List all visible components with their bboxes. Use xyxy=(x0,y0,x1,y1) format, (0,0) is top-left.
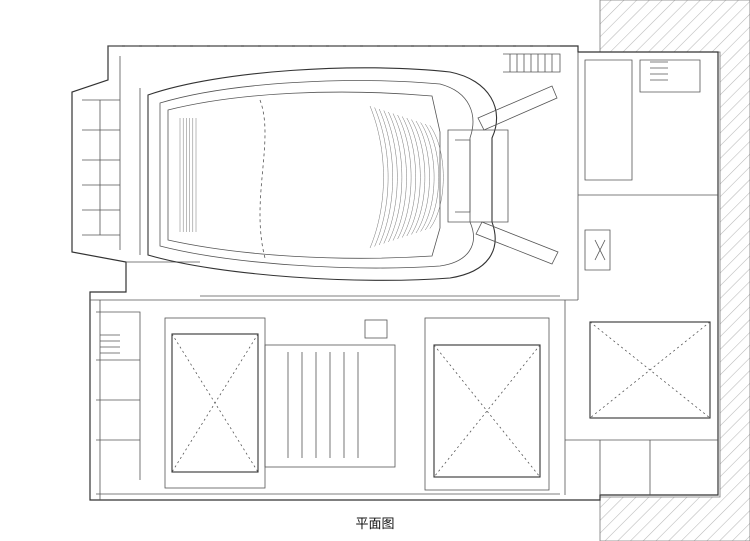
auditorium-seat-boundary xyxy=(167,91,441,259)
lower-left-rooms xyxy=(96,300,141,500)
seat-row xyxy=(406,117,421,237)
hatched-boundary xyxy=(599,0,750,541)
studio-hall-1 xyxy=(171,333,259,473)
seat-row xyxy=(397,114,412,240)
seat-row xyxy=(392,113,407,241)
central-core xyxy=(364,319,388,339)
drawing-caption: 平面图 xyxy=(355,517,395,532)
seat-row xyxy=(401,116,416,238)
auditorium-centerline xyxy=(259,99,266,259)
seat-row xyxy=(369,105,384,249)
left-rooms xyxy=(82,99,120,236)
studio-hall-2-diagonals xyxy=(433,344,541,478)
seat-row xyxy=(411,119,426,235)
studio-hall-3 xyxy=(589,321,711,419)
seat-row xyxy=(420,122,435,232)
central-rooms xyxy=(264,344,396,468)
service-block xyxy=(577,52,718,300)
seat-row xyxy=(388,111,403,243)
stair-top-right xyxy=(650,61,668,81)
auditorium-inner-ring xyxy=(159,80,474,269)
seat-row xyxy=(383,110,398,244)
studio-hall-2-frame xyxy=(424,317,550,491)
seat-row xyxy=(429,125,444,229)
lobby-wall xyxy=(119,56,200,263)
auditorium-seating xyxy=(179,105,444,249)
auditorium-outer-ring xyxy=(147,67,497,281)
seat-row xyxy=(378,108,393,246)
building-outline xyxy=(71,45,719,501)
studio-hall-1-diagonals xyxy=(171,333,259,473)
right-lower-rooms xyxy=(564,300,718,495)
seat-row xyxy=(374,107,389,247)
stage-box xyxy=(447,129,509,223)
studio-hall-3-diagonals xyxy=(589,321,711,419)
stage-arm-top xyxy=(477,85,558,131)
studio-hall-2 xyxy=(433,344,541,478)
stair-lower-left xyxy=(100,334,120,354)
seat-row xyxy=(415,120,430,234)
central-bays xyxy=(287,352,359,458)
stair-top xyxy=(503,53,561,73)
stage-arm-bottom xyxy=(475,221,559,265)
seat-row xyxy=(424,123,439,231)
corridor-line xyxy=(90,295,578,301)
